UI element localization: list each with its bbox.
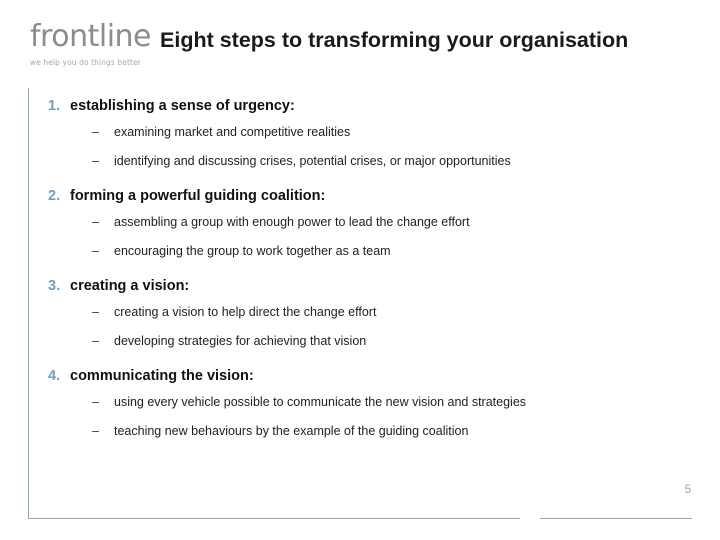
list-item: – examining market and competitive reali… (48, 120, 708, 144)
list-item-text: using every vehicle possible to communic… (114, 395, 527, 409)
step-number: 2. (48, 188, 61, 204)
list-item-text: assembling a group with enough power to … (114, 215, 470, 229)
step-sub-list: – using every vehicle possible to commun… (48, 390, 708, 443)
step-number: 3. (48, 278, 61, 294)
list-item-text: identifying and discussing crises, poten… (114, 154, 511, 168)
list-item: – teaching new behaviours by the example… (48, 419, 708, 443)
list-item-text: examining market and competitive realiti… (114, 125, 351, 139)
list-item: – creating a vision to help direct the c… (48, 300, 708, 324)
steps-list: 1. establishing a sense of urgency: – ex… (48, 96, 708, 448)
dash-bullet-icon: – (92, 215, 99, 229)
list-item-text: teaching new behaviours by the example o… (114, 424, 469, 438)
step-sub-list: – examining market and competitive reali… (48, 120, 708, 173)
step-item: 2. forming a powerful guiding coalition:… (48, 186, 708, 263)
dash-bullet-icon: – (92, 305, 99, 319)
bottom-rule-right (540, 518, 692, 519)
dash-bullet-icon: – (92, 154, 99, 168)
list-item: – assembling a group with enough power t… (48, 210, 708, 234)
step-heading: 2. forming a powerful guiding coalition: (48, 186, 708, 206)
step-heading: 1. establishing a sense of urgency: (48, 96, 708, 116)
list-item: – encouraging the group to work together… (48, 239, 708, 263)
list-item: – developing strategies for achieving th… (48, 329, 708, 353)
step-item: 4. communicating the vision: – using eve… (48, 366, 708, 443)
step-sub-list: – assembling a group with enough power t… (48, 210, 708, 263)
step-number: 1. (48, 98, 61, 114)
list-item: – identifying and discussing crises, pot… (48, 149, 708, 173)
dash-bullet-icon: – (92, 424, 99, 438)
step-heading: 4. communicating the vision: (48, 366, 708, 386)
step-title: forming a powerful guiding coalition: (70, 188, 326, 204)
step-heading: 3. creating a vision: (48, 276, 708, 296)
logo-tagline: we help you do things better (30, 58, 141, 67)
page-title: Eight steps to transforming your organis… (160, 28, 629, 52)
dash-bullet-icon: – (92, 395, 99, 409)
list-item: – using every vehicle possible to commun… (48, 390, 708, 414)
step-number: 4. (48, 368, 61, 384)
list-item-text: developing strategies for achieving that… (114, 334, 367, 348)
frontline-logo: frontline we help you do things better (30, 22, 175, 68)
list-item-text: creating a vision to help direct the cha… (114, 305, 377, 319)
dash-bullet-icon: – (92, 334, 99, 348)
dash-bullet-icon: – (92, 125, 99, 139)
page-number: 5 (684, 482, 692, 496)
step-sub-list: – creating a vision to help direct the c… (48, 300, 708, 353)
dash-bullet-icon: – (92, 244, 99, 258)
left-vertical-rule (28, 88, 29, 518)
step-item: 1. establishing a sense of urgency: – ex… (48, 96, 708, 173)
step-title: creating a vision: (70, 278, 190, 294)
list-item-text: encouraging the group to work together a… (114, 244, 391, 258)
step-item: 3. creating a vision: – creating a visio… (48, 276, 708, 353)
bottom-rule-left (28, 518, 520, 519)
logo-wordmark: frontline (30, 19, 152, 54)
step-title: communicating the vision: (70, 368, 254, 384)
step-title: establishing a sense of urgency: (70, 98, 295, 114)
